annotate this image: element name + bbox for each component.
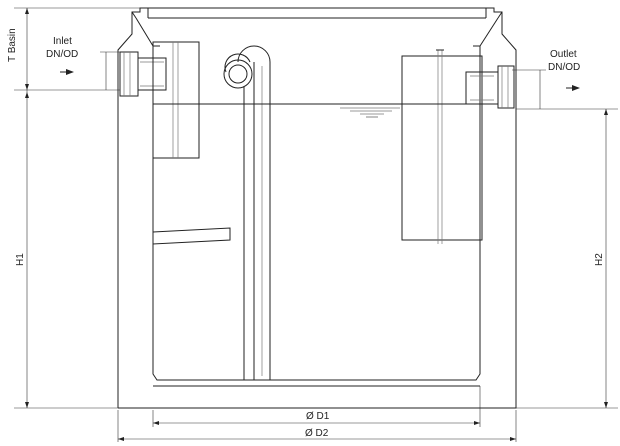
- flow-arrows: [60, 69, 580, 91]
- outlet-assembly: [401, 49, 515, 244]
- d2-label: Ø D2: [305, 428, 329, 439]
- d1-label: Ø D1: [306, 411, 330, 422]
- h2-label: H2: [594, 253, 605, 266]
- water-level: [153, 103, 480, 118]
- vent-pipe: [223, 45, 271, 381]
- outlet-arrow-icon: [572, 85, 580, 91]
- t-basin-label: T Basin: [7, 28, 18, 62]
- h1-label: H1: [15, 253, 26, 266]
- inlet-title: Inlet: [53, 36, 72, 47]
- outlet-title: Outlet: [550, 49, 577, 60]
- outlet-size: DN/OD: [548, 62, 580, 73]
- tank-body: [117, 7, 517, 409]
- inlet-assembly: [119, 41, 231, 245]
- dimension-lines: [14, 7, 618, 442]
- inlet-arrow-icon: [66, 69, 74, 75]
- inlet-size: DN/OD: [46, 49, 78, 60]
